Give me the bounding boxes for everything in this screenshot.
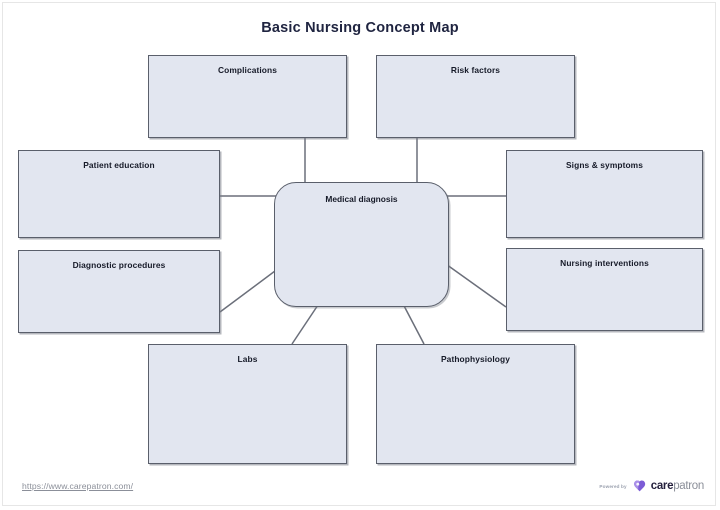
node-label-patient-education: Patient education: [83, 160, 155, 170]
node-label-medical-diagnosis: Medical diagnosis: [325, 194, 398, 204]
page-title: Basic Nursing Concept Map: [261, 20, 459, 36]
node-complications[interactable]: Complications: [148, 55, 347, 138]
powered-by-label: Powered by: [599, 484, 627, 489]
node-label-risk-factors: Risk factors: [450, 65, 501, 75]
connector-labs: [291, 301, 321, 345]
brand-word-patron: patron: [673, 479, 704, 492]
connector-diagnostic-procedures: [219, 264, 284, 313]
connector-nursing-interventions: [442, 261, 507, 308]
node-patient-education[interactable]: Patient education: [18, 150, 220, 238]
footer-url-link[interactable]: https://www.carepatron.com/: [22, 481, 134, 491]
connector-pathophysiology: [401, 301, 425, 345]
node-label-labs: Labs: [237, 354, 258, 364]
footer-brand: Powered by carepatron: [599, 479, 704, 494]
node-label-pathophysiology: Pathophysiology: [441, 354, 510, 364]
node-diagnostic-procedures[interactable]: Diagnostic procedures: [18, 250, 220, 333]
node-label-diagnostic-procedures: Diagnostic procedures: [72, 260, 166, 270]
node-medical-diagnosis[interactable]: Medical diagnosis: [274, 182, 449, 307]
brand-word-care: care: [650, 479, 674, 492]
node-label-signs-symptoms: Signs & symptoms: [566, 160, 643, 170]
carepatron-wordmark: carepatron: [650, 479, 705, 493]
node-nursing-interventions[interactable]: Nursing interventions: [506, 248, 703, 331]
node-signs-symptoms[interactable]: Signs & symptoms: [506, 150, 703, 238]
node-label-complications: Complications: [217, 65, 277, 75]
carepatron-heart-icon: [633, 480, 645, 492]
node-labs[interactable]: Labs: [148, 344, 347, 464]
node-risk-factors[interactable]: Risk factors: [376, 55, 575, 138]
node-pathophysiology[interactable]: Pathophysiology: [376, 344, 575, 464]
node-label-nursing-interventions: Nursing interventions: [560, 258, 649, 268]
